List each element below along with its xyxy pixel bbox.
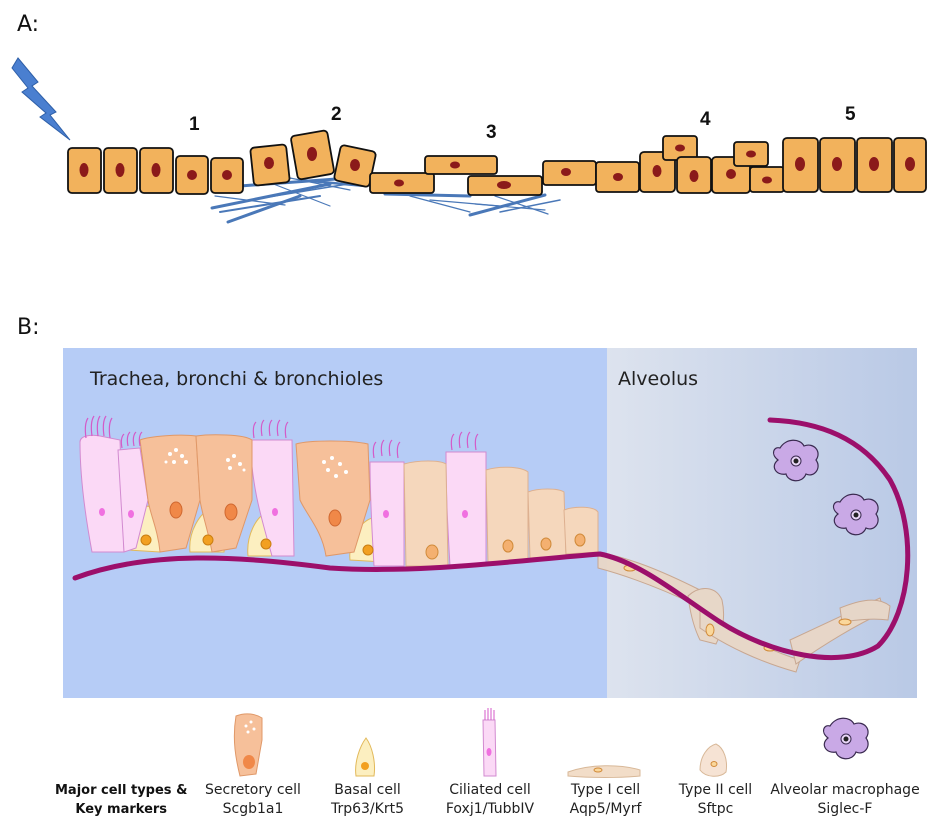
basement-membrane — [75, 420, 908, 658]
legend-item-name: Secretory cell — [198, 781, 308, 800]
legend-item-secretory: Secretory cell Scgb1a1 — [198, 781, 308, 819]
alveolar-nuclei — [624, 565, 851, 651]
legend-title-line2: Key markers — [55, 800, 187, 819]
legend-title-line1: Major cell types & — [55, 781, 187, 800]
legend-item-name: Type I cell — [558, 781, 653, 800]
legend-item-marker: Foxj1/TubbIV — [440, 800, 540, 819]
type-ii-cell-icon — [700, 744, 727, 776]
legend-item-marker: Trp63/Krt5 — [320, 800, 415, 819]
legend-item-type-ii: Type II cell Sftpc — [668, 781, 763, 819]
legend-item-marker: Siglec-F — [770, 800, 920, 819]
legend-item-marker: Scgb1a1 — [198, 800, 308, 819]
panel-b-label: B: — [17, 315, 40, 340]
legend-item-name: Type II cell — [668, 781, 763, 800]
airway-region-label: Trachea, bronchi & bronchioles — [90, 368, 383, 390]
basal-cell-icon — [356, 738, 375, 776]
legend-item-marker: Sftpc — [668, 800, 763, 819]
legend-icons — [234, 708, 868, 778]
ciliated-cell-icon — [483, 708, 496, 776]
type-i-cell-icon — [568, 766, 640, 778]
alveolar-epithelium — [598, 552, 890, 672]
legend-item-basal: Basal cell Trp63/Krt5 — [320, 781, 415, 819]
injury-lightning-icon — [12, 58, 70, 140]
secretory-cell-icon — [234, 714, 262, 776]
airway-nuclei — [99, 448, 585, 559]
macrophage-icon — [824, 718, 869, 759]
alveolus-region — [607, 348, 917, 698]
airway-cells — [80, 435, 598, 566]
alveolus-region-label: Alveolus — [618, 368, 698, 390]
alveolar-macrophages — [774, 440, 879, 535]
legend-item-ciliated: Ciliated cell Foxj1/TubbIV — [440, 781, 540, 819]
legend-item-name: Alveolar macrophage — [770, 781, 920, 800]
airway-region — [63, 348, 607, 698]
legend-item-name: Ciliated cell — [440, 781, 540, 800]
panel-a-diagram — [0, 0, 927, 300]
legend-item-type-i: Type I cell Aqp5/Myrf — [558, 781, 653, 819]
cilia — [85, 416, 478, 458]
legend-item-marker: Aqp5/Myrf — [558, 800, 653, 819]
legend-item-macrophage: Alveolar macrophage Siglec-F — [770, 781, 920, 819]
legend-title: Major cell types & Key markers — [55, 781, 187, 819]
legend-item-name: Basal cell — [320, 781, 415, 800]
